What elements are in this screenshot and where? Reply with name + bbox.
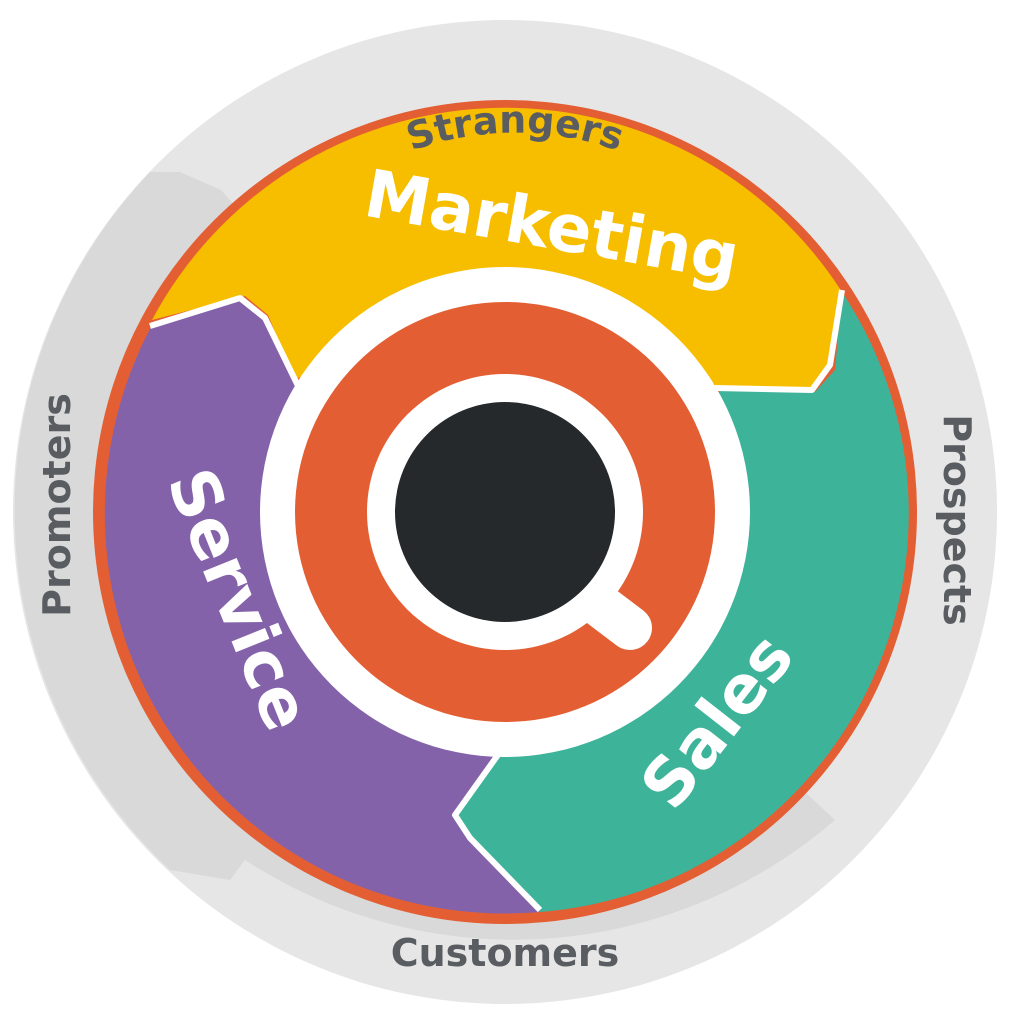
segment-divider-left bbox=[149, 295, 303, 392]
magnifying-glass-icon bbox=[367, 374, 652, 650]
customers-label: Customers bbox=[391, 931, 620, 975]
segment-divider-right bbox=[714, 289, 845, 393]
promoters-label: Promoters bbox=[35, 393, 79, 617]
marketing-segment bbox=[152, 107, 842, 391]
prospects-label: Prospects bbox=[935, 414, 979, 626]
segment-divider-bottom bbox=[452, 750, 543, 913]
